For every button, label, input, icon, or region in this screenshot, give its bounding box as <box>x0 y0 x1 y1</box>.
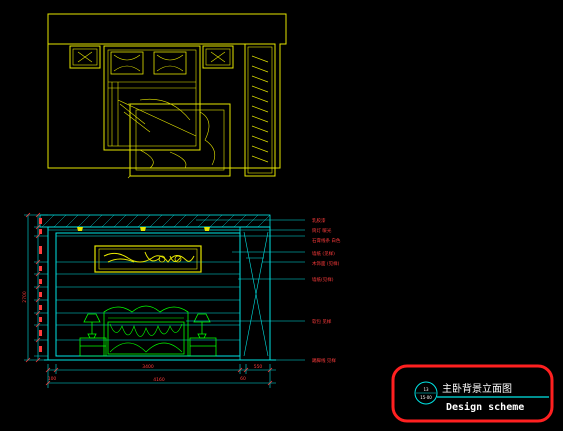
drawing-number: 13 <box>423 387 429 392</box>
callout-label: 墙纸 (见样) <box>312 250 335 257</box>
dimension-width-left: 3400 <box>142 364 154 370</box>
decorative-painting <box>94 245 202 273</box>
headboard <box>103 305 189 357</box>
callout-label: 踢脚线 见样 <box>312 357 336 364</box>
nightstand-lamp-left <box>79 313 107 357</box>
downlight <box>140 227 146 231</box>
callout-label: 筒灯 暖光 <box>312 227 332 234</box>
drawing-title-cn: 主卧背景立面图 <box>442 382 512 395</box>
plan-room-outline <box>47 13 287 169</box>
dimension-width-total: 4160 <box>153 377 165 383</box>
plan-nightstand-right <box>202 45 234 69</box>
downlight <box>204 227 210 231</box>
plan-pillow-right <box>153 51 187 75</box>
plan-bed <box>103 45 201 151</box>
downlight <box>77 227 83 231</box>
wall-panel-lines <box>56 261 240 341</box>
vertical-dimension-ticks <box>25 212 41 363</box>
nightstand-lamp-right <box>189 313 217 357</box>
vertical-dimension-chain <box>24 214 48 361</box>
drawing-number-circle <box>414 381 438 405</box>
feature-wall-panel <box>55 232 241 357</box>
dimension-offset-left: 100 <box>48 376 57 382</box>
dimension-offset-right: 60 <box>240 376 246 382</box>
dimension-width-right: 550 <box>254 364 263 370</box>
drawing-title-en: Design scheme <box>446 401 524 413</box>
plan-duvet-fold <box>108 81 197 146</box>
title-highlight-frame <box>391 364 554 423</box>
dimension-height-total: 2700 <box>22 291 28 303</box>
horizontal-dimension-chain <box>47 364 276 388</box>
title-block: 13 15-00 主卧背景立面图 Design scheme <box>391 364 554 423</box>
downlight-fixtures <box>77 227 210 231</box>
callout-labels: 乳胶漆 筒灯 暖光 石膏线条 白色 墙纸 (见样) 木饰面 (见样) 墙纸(见样… <box>312 217 341 364</box>
bedroom-wall-elevation <box>39 214 276 361</box>
bedroom-floor-plan <box>47 13 287 179</box>
callout-leader-lines <box>186 219 305 361</box>
horizontal-dimension-ticks <box>45 367 273 386</box>
plan-wardrobe <box>244 43 276 177</box>
callout-label: 木饰面 (见样) <box>312 260 340 267</box>
plan-rug <box>129 103 231 177</box>
callout-label: 乳胶漆 <box>312 217 326 224</box>
callout-label: 石膏线条 白色 <box>312 237 341 244</box>
elevation-wardrobe <box>239 226 271 361</box>
callout-label: 墙纸(见样) <box>312 276 334 283</box>
plan-hangers <box>251 55 269 163</box>
plan-pillow-left <box>110 51 144 75</box>
sheet-number: 15-00 <box>420 395 432 400</box>
ceiling-slab <box>39 214 271 228</box>
plan-nightstand-left <box>69 45 101 69</box>
callout-label: 软包 见样 <box>312 318 332 325</box>
vertical-dimension-small-labels <box>39 218 42 352</box>
